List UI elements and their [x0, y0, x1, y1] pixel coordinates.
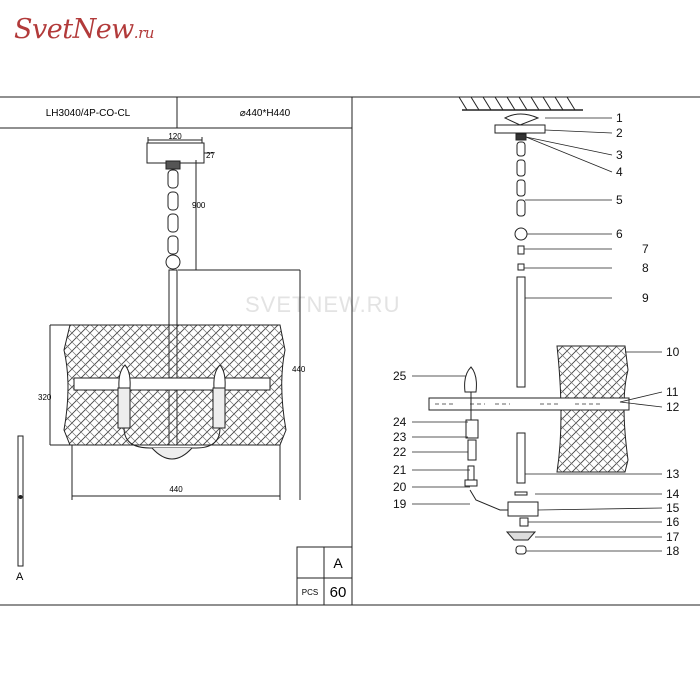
callout-8: 8: [642, 261, 649, 275]
callout-leaders: [412, 117, 663, 552]
title-block-pcs-value: 60: [330, 584, 347, 601]
brand-logo-domain: .ru: [133, 24, 155, 42]
dim-canopy-height: 27: [206, 151, 215, 160]
callout-19: 19: [393, 497, 407, 511]
callout-13: 13: [666, 467, 680, 481]
callout-18: 18: [666, 544, 680, 558]
dim-canopy-width: 120: [168, 132, 182, 141]
callout-15: 15: [666, 501, 680, 515]
callout-2: 2: [616, 126, 623, 140]
front-view: [17, 137, 301, 567]
title-block: [296, 546, 353, 606]
callout-14: 14: [666, 487, 680, 501]
callout-20: 20: [393, 480, 407, 494]
callout-1: 1: [616, 111, 623, 125]
callout-24: 24: [393, 415, 407, 429]
model-number: LH3040/4P-CO-CL: [46, 108, 131, 119]
callout-11: 11: [666, 385, 679, 399]
callout-4: 4: [616, 165, 623, 179]
dim-chain-length: 900: [192, 201, 206, 210]
title-block-pcs-label: PCS: [302, 588, 318, 597]
callout-25: 25: [393, 369, 407, 383]
callout-17: 17: [666, 530, 680, 544]
brand-logo-name: SvetNew: [14, 14, 134, 45]
callout-22: 22: [393, 445, 407, 459]
callout-7: 7: [642, 242, 649, 256]
callout-5: 5: [616, 193, 623, 207]
callout-16: 16: [666, 515, 680, 529]
callout-10: 10: [666, 345, 680, 359]
dim-body-height: 320: [38, 393, 52, 402]
exploded-view: [428, 96, 630, 555]
watermark: SVETNEW.RU: [245, 292, 401, 317]
callout-21: 21: [393, 463, 407, 477]
callout-labels: 1 2 3 4 5 6 7 8 9 10 11 12 13 14 15 16 1…: [393, 111, 680, 558]
size-spec: ⌀440*H440: [240, 108, 291, 119]
callout-6: 6: [616, 227, 623, 241]
dim-overall-width: 440: [169, 485, 183, 494]
dim-shade-height: 440: [292, 365, 306, 374]
title-block-letter: A: [333, 555, 343, 571]
callout-9: 9: [642, 291, 649, 305]
callout-23: 23: [393, 430, 407, 444]
callout-12: 12: [666, 400, 680, 414]
side-view-label: A: [16, 571, 24, 583]
callout-3: 3: [616, 148, 623, 162]
brand-logo[interactable]: SvetNew.ru: [14, 14, 154, 45]
